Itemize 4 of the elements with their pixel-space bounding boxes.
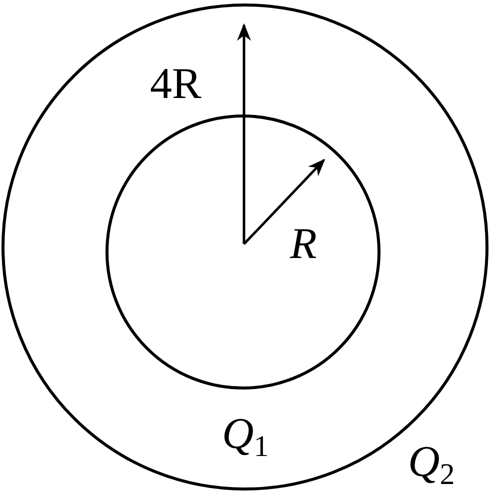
radius-label: R — [290, 222, 317, 266]
charge-label: Q$_{1}$ — [222, 412, 269, 462]
radius-label: 4R — [150, 62, 202, 106]
charge-label: Q$_{2}$ — [408, 440, 455, 490]
